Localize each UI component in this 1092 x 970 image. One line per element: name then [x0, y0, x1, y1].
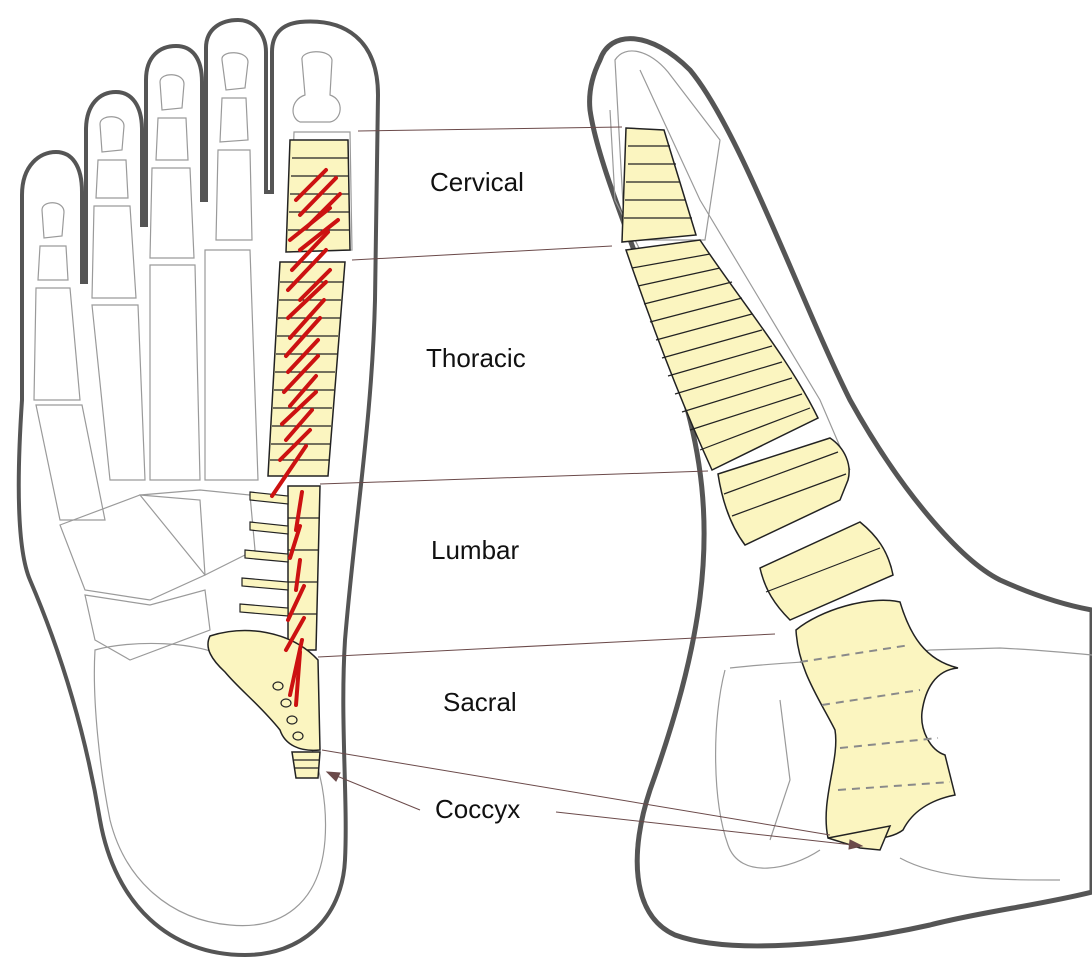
leader-lumbar-sacral: [317, 633, 776, 658]
side-sacrum: [795, 599, 959, 841]
foot-bones-faint: [33, 51, 353, 927]
label-sacral: Sacral: [443, 687, 517, 717]
label-coccyx: Coccyx: [435, 794, 520, 824]
leader-thoracic-lumbar: [319, 470, 709, 485]
label-lumbar: Lumbar: [431, 535, 519, 565]
side-thoracic-bones: [624, 239, 819, 472]
side-lumbar-bones: [717, 437, 894, 621]
foot-coccyx: [291, 751, 321, 779]
leader-cervical-top: [357, 126, 623, 132]
reflex-marks: [270, 168, 342, 707]
foot-sole-outline: [16, 17, 381, 958]
leader-coccyx-left: [326, 771, 421, 811]
foot-side-view: [587, 36, 1092, 949]
foot-sacrum: [207, 629, 321, 752]
leader-coccyx-right: [555, 811, 863, 847]
leader-lines: [317, 126, 864, 850]
foot-sole-view: [16, 17, 381, 958]
label-thoracic: Thoracic: [426, 343, 526, 373]
arrowhead-coccyx-right: [848, 839, 864, 850]
foot-lumbar-bones: [287, 485, 321, 651]
leader-cervical-thoracic: [351, 245, 613, 261]
arrowhead-coccyx-left: [325, 771, 341, 782]
side-cervical-bones: [621, 127, 697, 243]
label-cervical: Cervical: [430, 167, 524, 197]
leader-sacral-coccyx: [321, 749, 831, 836]
